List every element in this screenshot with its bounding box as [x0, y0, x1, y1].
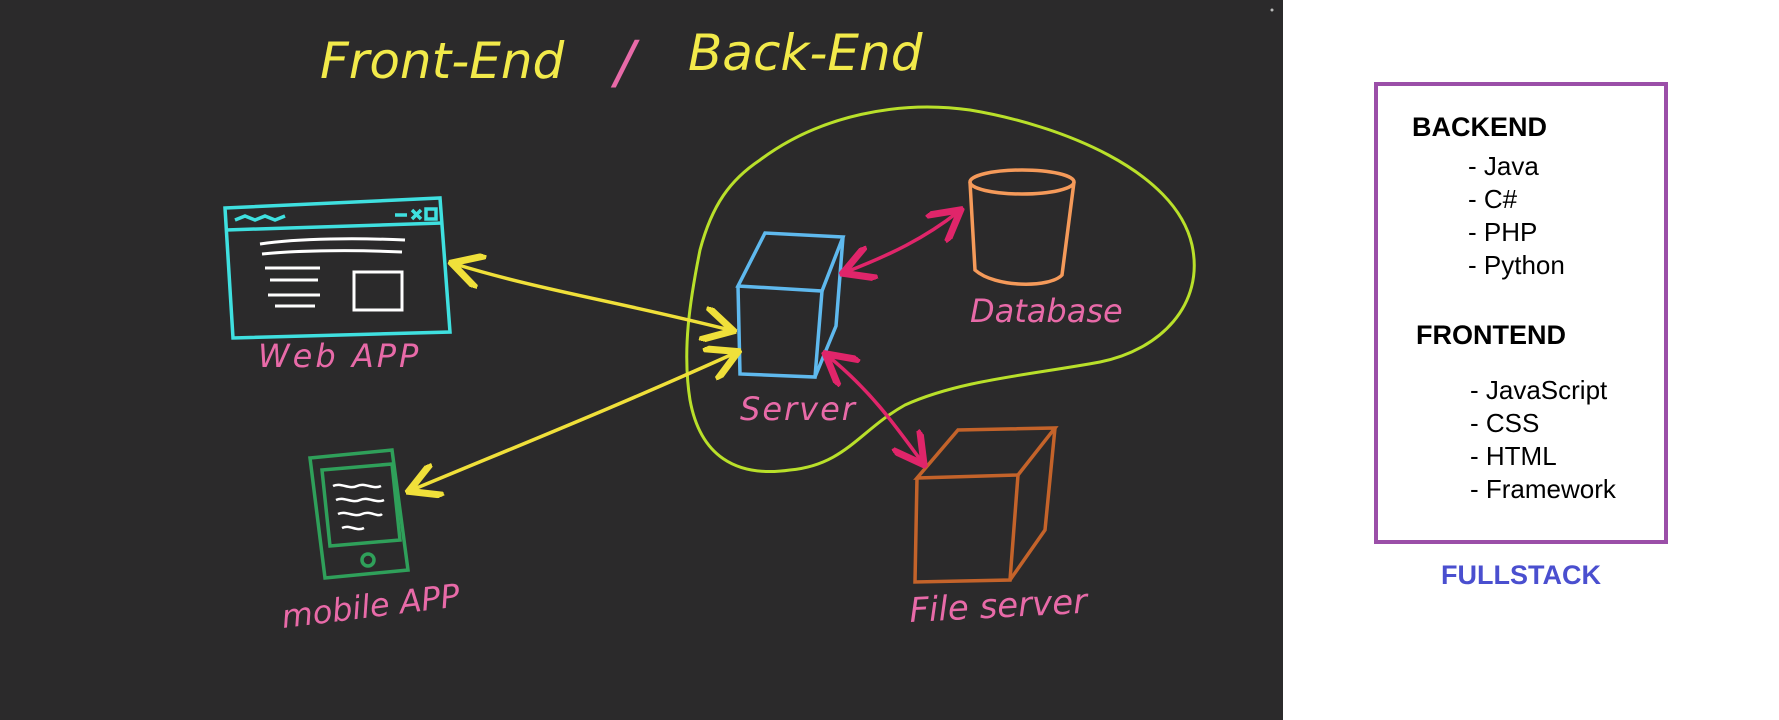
list-item: Framework — [1470, 473, 1616, 506]
board-dot — [1270, 8, 1274, 12]
list-item: CSS — [1470, 407, 1616, 440]
list-item: HTML — [1470, 440, 1616, 473]
file-server-icon — [913, 426, 1059, 584]
database-icon — [968, 168, 1076, 286]
mobile-app-icon — [308, 448, 410, 580]
arrow-server-database — [846, 212, 958, 272]
arrow-server-fileserver — [828, 356, 922, 462]
server-label: Server — [740, 390, 857, 428]
list-item: JavaScript — [1470, 374, 1616, 407]
web-app-icon — [223, 196, 452, 340]
file-server-label: File server — [908, 582, 1090, 631]
list-item: Python — [1468, 249, 1565, 282]
arrow-mobileapp-server — [412, 353, 735, 490]
list-item: C# — [1468, 183, 1565, 216]
database-label: Database — [970, 292, 1123, 330]
backend-list: Java C# PHP Python — [1468, 150, 1565, 282]
list-item: Java — [1468, 150, 1565, 183]
server-icon — [735, 231, 846, 379]
list-item: PHP — [1468, 216, 1565, 249]
backend-heading: BACKEND — [1412, 112, 1547, 142]
fullstack-label: FULLSTACK — [1441, 560, 1601, 590]
blackboard: Front-End / Back-End Web APP — [0, 0, 1283, 720]
diagram-title-frontend: Front-End — [320, 32, 565, 90]
mobile-app-content — [332, 483, 385, 531]
stack-legend-box: BACKEND Java C# PHP Python FRONTEND Java… — [1374, 82, 1668, 544]
frontend-list: JavaScript CSS HTML Framework — [1470, 374, 1616, 506]
frontend-heading: FRONTEND — [1416, 320, 1566, 350]
arrow-webapp-server — [455, 264, 730, 330]
diagram-canvas: Front-End / Back-End Web APP — [223, 8, 1274, 636]
web-app-content — [259, 237, 406, 312]
mobile-app-label: mobile APP — [279, 576, 462, 636]
diagram-title-separator: / — [610, 28, 640, 96]
web-app-label: Web APP — [258, 337, 421, 375]
diagram-title-backend: Back-End — [688, 24, 923, 82]
